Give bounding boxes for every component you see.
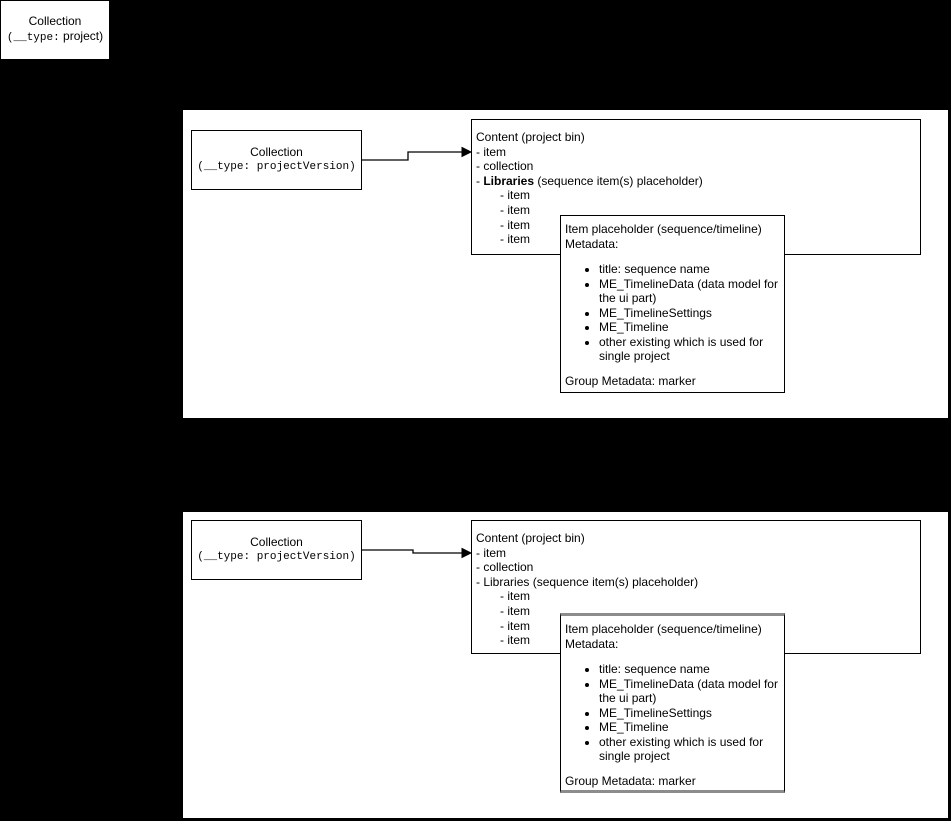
content-item: - collection [476, 159, 534, 174]
collection-version-node[interactable]: Collection (__type: projectVersion) [191, 520, 362, 580]
placeholder-footer: Group Metadata: marker [565, 373, 696, 388]
item-placeholder-node-selected[interactable]: Item placeholder (sequence/timeline) Met… [560, 613, 785, 793]
placeholder-title: Item placeholder (sequence/timeline) [565, 622, 762, 636]
content-item: - item [476, 545, 506, 560]
placeholder-subtitle: Metadata: [565, 236, 619, 251]
metadata-item: title: sequence name [599, 262, 782, 277]
metadata-item: ME_TimelineSettings [599, 706, 782, 721]
node-subtitle: (__type: project) [7, 29, 103, 46]
placeholder-footer: Group Metadata: marker [565, 773, 696, 788]
content-libraries-line: - Libraries (sequence item(s) placeholde… [476, 173, 703, 188]
metadata-item: ME_Timeline [599, 320, 782, 335]
content-sub-item: - item [500, 633, 530, 648]
libraries-label: Libraries [483, 574, 530, 589]
content-sub-item: - item [500, 188, 530, 203]
item-placeholder-node[interactable]: Item placeholder (sequence/timeline) Met… [560, 215, 785, 393]
content-sub-item: - item [500, 618, 530, 633]
node-subtitle: (__type: projectVersion) [197, 161, 356, 173]
content-sub-item: - item [500, 202, 530, 217]
metadata-list: title: sequence name ME_TimelineData (da… [565, 262, 782, 364]
metadata-item: ME_Timeline [599, 720, 782, 735]
libraries-label: Libraries [483, 173, 535, 188]
placeholder-title: Item placeholder (sequence/timeline) [565, 222, 762, 236]
content-sub-item: - item [500, 589, 530, 604]
metadata-item: title: sequence name [599, 662, 782, 677]
metadata-list: title: sequence name ME_TimelineData (da… [565, 662, 782, 764]
connector-arrow[interactable] [362, 538, 474, 568]
content-title: Content (project bin) [476, 531, 585, 545]
diagram-panel-bottom: Collection (__type: projectVersion) Cont… [183, 512, 948, 818]
node-subtitle: (__type: projectVersion) [197, 551, 356, 563]
content-libraries-line: - Libraries (sequence item(s) placeholde… [476, 574, 699, 589]
node-title: Collection [250, 535, 303, 549]
diagram-panel-top: Collection (__type: projectVersion) Cont… [183, 110, 948, 418]
placeholder-subtitle: Metadata: [565, 636, 619, 651]
type-value: project) [59, 29, 104, 43]
content-item: - collection [476, 560, 534, 575]
connector-arrow[interactable] [362, 140, 474, 170]
content-title: Content (project bin) [476, 130, 585, 144]
content-item: - item [476, 144, 506, 159]
type-key: (__type: [6, 32, 60, 44]
collection-version-node[interactable]: Collection (__type: projectVersion) [191, 130, 362, 190]
node-title: Collection [250, 145, 303, 159]
node-title: Collection [28, 14, 82, 28]
metadata-item: ME_TimelineSettings [599, 306, 782, 321]
content-sub-item: - item [500, 217, 530, 232]
content-sub-item: - item [500, 603, 530, 618]
collection-project-node[interactable]: Collection (__type: project) [0, 0, 110, 60]
content-sub-item: - item [500, 232, 530, 247]
